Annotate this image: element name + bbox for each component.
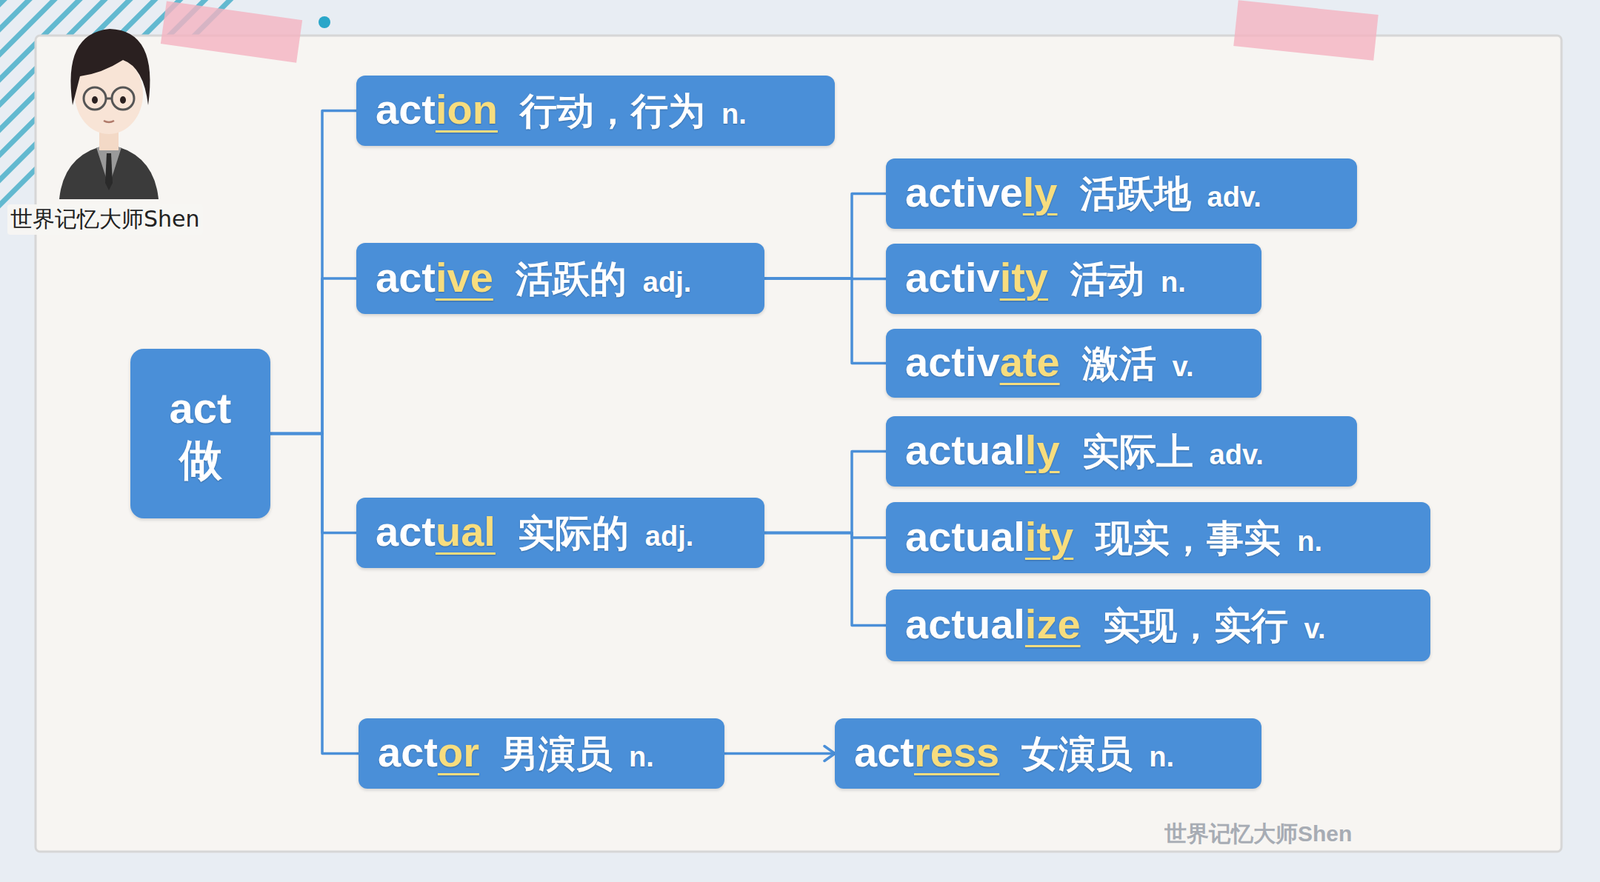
pos-text: n. [1148, 741, 1175, 774]
meaning-text: 实现，实行 [1102, 601, 1289, 652]
suffix-text: ress [914, 728, 1000, 777]
word-row: active 活跃的 adj. [375, 253, 692, 305]
bracket-line [764, 278, 886, 364]
word-group: actuality [905, 512, 1074, 561]
meaning-text: 女演员 [1021, 729, 1133, 780]
dot [318, 16, 331, 29]
stem-text: act [377, 728, 438, 777]
word-row: actually 实际上 adv. [905, 425, 1264, 478]
meaning-text: 活动 [1070, 254, 1145, 305]
meaning-text: 现实，事实 [1095, 514, 1281, 564]
stem-text: actual [905, 512, 1026, 561]
pos-text: adj. [642, 266, 692, 299]
pos-text: n. [721, 98, 747, 131]
bracket-line [764, 533, 886, 626]
watermark: 世界记忆大师Shen [1164, 819, 1352, 850]
suffix-text: ate [1000, 337, 1060, 386]
word-row: activity 活动 n. [905, 253, 1186, 305]
bracket-line [270, 111, 357, 435]
word-row: actuality 现实，事实 n. [905, 512, 1323, 564]
tape [160, 0, 303, 63]
arrow [724, 752, 835, 756]
bracket-line [764, 451, 886, 534]
suffix-text: ity [1000, 253, 1049, 302]
bracket-line [270, 434, 359, 755]
word-box: active 活跃的 adj. [356, 242, 765, 315]
avatar-caption: 世界记忆大师Shen [7, 204, 203, 235]
word-box: action 行动，行为 n. [356, 75, 835, 146]
stem-text: act [375, 253, 436, 302]
word-group: activate [905, 337, 1060, 386]
pos-text: adj. [645, 520, 694, 553]
meaning-text: 行动，行为 [520, 86, 706, 137]
bracket-line [270, 434, 357, 534]
word-group: actively [905, 168, 1058, 217]
word-box: actualize 实现，实行 v. [885, 589, 1431, 662]
bracket-line [764, 194, 886, 280]
meaning-text: 激活 [1082, 339, 1157, 389]
stem-text: activ [905, 337, 1000, 386]
avatar [59, 28, 159, 200]
suffix-text: ual [435, 507, 496, 556]
word-row: actress 女演员 n. [854, 728, 1175, 780]
word-group: actor [377, 728, 480, 777]
word-box: actress 女演员 n. [834, 718, 1262, 789]
suffix-text: ion [435, 85, 498, 134]
meaning-text: 实际的 [517, 508, 629, 559]
meaning-text: 活跃的 [515, 254, 627, 305]
word-row: action 行动，行为 n. [375, 85, 747, 137]
pos-text: v. [1304, 613, 1326, 646]
root-word: act [169, 382, 232, 435]
word-group: actualize [905, 600, 1081, 649]
word-group: actual [375, 507, 496, 556]
meaning-text: 男演员 [501, 729, 613, 780]
word-row: actual 实际的 adj. [375, 507, 694, 559]
word-box: actively 活跃地 adv. [885, 158, 1358, 229]
pos-text: adv. [1207, 181, 1262, 214]
suffix-text: ly [1022, 168, 1058, 217]
suffix-text: ity [1025, 512, 1074, 561]
pos-text: n. [628, 741, 655, 774]
word-group: activity [905, 253, 1049, 302]
word-box: actor 男演员 n. [358, 718, 725, 789]
suffix-text: ly [1025, 425, 1060, 475]
word-row: actualize 实现，实行 v. [905, 600, 1326, 652]
stem-text: act [375, 507, 436, 556]
word-row: actor 男演员 n. [377, 728, 655, 780]
pos-text: n. [1297, 525, 1323, 558]
tape [1233, 0, 1378, 61]
stem-text: act [375, 85, 436, 134]
word-row: activate 激活 v. [905, 337, 1194, 389]
word-group: actress [854, 728, 1000, 777]
suffix-text: or [437, 728, 480, 777]
word-box: activity 活动 n. [885, 243, 1262, 315]
word-box: actually 实际上 adv. [885, 416, 1358, 487]
word-group: active [375, 253, 494, 302]
word-group: action [375, 85, 498, 134]
pos-text: adv. [1209, 439, 1264, 472]
pos-text: n. [1160, 266, 1186, 299]
word-box: activate 激活 v. [885, 328, 1262, 398]
word-row: actively 活跃地 adv. [905, 168, 1262, 220]
card [35, 35, 1562, 852]
root-box: act做 [130, 348, 271, 519]
stem-text: activ [905, 253, 1000, 302]
pos-text: v. [1172, 351, 1195, 383]
stem-text: actual [905, 600, 1026, 649]
word-box: actual 实际的 adj. [356, 497, 765, 569]
stem-text: act [854, 728, 915, 777]
meaning-text: 实际上 [1082, 427, 1194, 478]
stem-text: actual [905, 425, 1026, 475]
bracket-line [270, 278, 357, 435]
suffix-text: ize [1025, 600, 1081, 649]
suffix-text: ive [435, 253, 494, 302]
root-meaning: 做 [179, 434, 223, 486]
word-box: actuality 现实，事实 n. [885, 502, 1431, 574]
meaning-text: 活跃地 [1080, 169, 1192, 220]
word-group: actually [905, 425, 1060, 475]
stem-text: active [905, 168, 1023, 217]
